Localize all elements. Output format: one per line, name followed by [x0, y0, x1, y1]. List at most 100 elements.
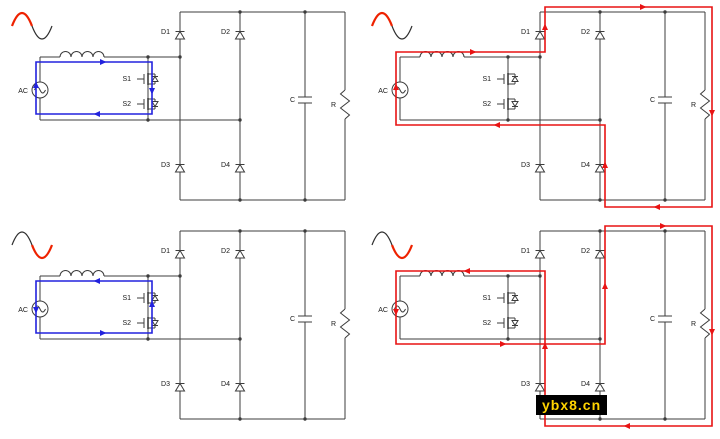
junction-dot [178, 274, 182, 278]
mosfet-s1-icon [137, 292, 159, 304]
current-arrow-icon [100, 59, 107, 65]
ac-source-icon [31, 81, 49, 99]
current-path-positive-on [35, 61, 153, 115]
diode-d2-icon [594, 249, 606, 259]
diode-d4-icon [234, 382, 246, 392]
current-arrow-icon [709, 329, 715, 336]
label-d3: D3 [521, 162, 530, 169]
current-arrow-icon [470, 49, 477, 55]
junction-dot [303, 417, 307, 421]
junction-dot [598, 417, 602, 421]
junction-dot [663, 229, 667, 233]
junction-dot [303, 10, 307, 14]
junction-dot [598, 198, 602, 202]
current-arrow-icon [542, 342, 548, 349]
junction-dot [303, 198, 307, 202]
diode-d4-icon [594, 382, 606, 392]
current-arrow-icon [100, 330, 107, 336]
junction-dot [663, 198, 667, 202]
mosfet-s1-icon [137, 73, 159, 85]
current-arrow-icon [33, 81, 39, 88]
diode-d3-icon [174, 382, 186, 392]
sine-negative-half-icon [30, 244, 54, 260]
junction-dot [663, 417, 667, 421]
current-arrow-icon [393, 309, 399, 316]
circuit-wires [391, 11, 711, 201]
label-ac: AC [18, 88, 28, 95]
label-r: R [691, 102, 696, 109]
sine-negative-half-icon [31, 25, 53, 40]
current-arrow-icon [149, 88, 155, 95]
current-arrow-icon [493, 122, 500, 128]
label-d2: D2 [581, 29, 590, 36]
current-arrow-icon [709, 110, 715, 117]
label-s1: S1 [122, 76, 131, 83]
current-arrow-icon [660, 223, 667, 229]
label-ac: AC [18, 307, 28, 314]
sine-negative-half-icon [391, 25, 413, 40]
label-ac: AC [378, 88, 388, 95]
mosfet-s1-icon [497, 73, 519, 85]
sine-negative-half-icon [390, 244, 414, 260]
current-arrow-icon [500, 341, 507, 347]
junction-dot [506, 337, 510, 341]
sine-positive-half-icon [10, 11, 34, 27]
current-arrow-icon [623, 423, 630, 429]
inductor-icon [59, 51, 105, 58]
label-d4: D4 [221, 162, 230, 169]
label-d3: D3 [521, 381, 530, 388]
label-d3: D3 [161, 162, 170, 169]
diode-d4-icon [594, 163, 606, 173]
ac-source-icon [31, 300, 49, 318]
sine-positive-half-icon [371, 231, 393, 246]
mosfet-s1-icon [497, 292, 519, 304]
label-s1: S1 [482, 76, 491, 83]
diode-d1-icon [174, 30, 186, 40]
current-arrow-icon [33, 307, 39, 314]
mosfet-s2-icon [497, 98, 519, 110]
junction-dot [238, 417, 242, 421]
junction-dot [598, 118, 602, 122]
ac-source-icon [391, 300, 409, 318]
diode-d2-icon [234, 30, 246, 40]
junction-dot [238, 229, 242, 233]
junction-dot [238, 118, 242, 122]
label-r: R [331, 102, 336, 109]
resistor-icon [699, 89, 711, 120]
junction-dot [598, 10, 602, 14]
ac-source-icon [391, 81, 409, 99]
diode-d3-icon [534, 163, 546, 173]
label-c: C [650, 97, 655, 104]
junction-dot [506, 118, 510, 122]
diode-d1-icon [174, 249, 186, 259]
current-arrow-icon [463, 268, 470, 274]
current-arrow-icon [542, 23, 548, 30]
label-d1: D1 [521, 248, 530, 255]
label-d3: D3 [161, 381, 170, 388]
label-d1: D1 [161, 29, 170, 36]
current-arrow-icon [653, 204, 660, 210]
junction-dot [178, 55, 182, 59]
junction-dot [506, 274, 510, 278]
label-d2: D2 [221, 29, 230, 36]
label-s2: S2 [482, 320, 491, 327]
label-s2: S2 [122, 101, 131, 108]
junction-dot [238, 10, 242, 14]
label-r: R [691, 321, 696, 328]
current-arrow-icon [640, 4, 647, 10]
junction-dot [506, 55, 510, 59]
label-d2: D2 [221, 248, 230, 255]
label-s1: S1 [122, 295, 131, 302]
junction-dot [238, 198, 242, 202]
junction-dot [146, 55, 150, 59]
mosfet-s2-icon [137, 98, 159, 110]
junction-dot [538, 55, 542, 59]
diode-d3-icon [174, 163, 186, 173]
